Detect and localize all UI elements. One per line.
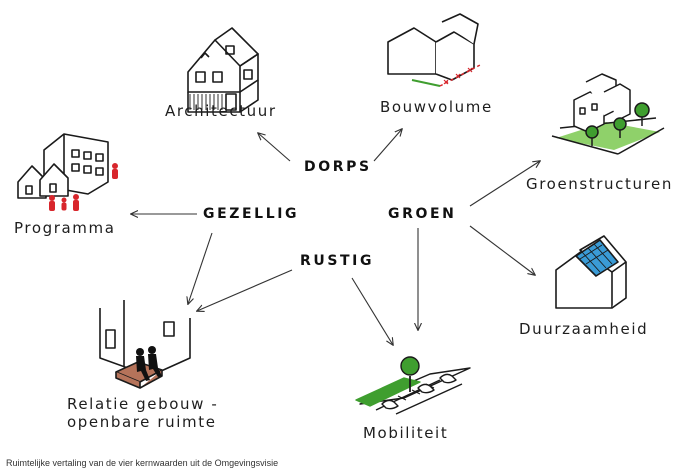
- label-architectuur: Architectuur: [165, 102, 277, 120]
- arrow-dorps-bouwvolume: [373, 129, 402, 162]
- arrow-dorps-architectuur: [258, 133, 291, 162]
- figure-caption: Ruimtelijke vertaling van de vier kernwa…: [6, 458, 279, 468]
- arrow-rustig-relatie: [197, 269, 293, 311]
- label-programma: Programma: [14, 219, 116, 237]
- connector-arrows: [131, 129, 540, 345]
- keyword-groen: GROEN: [388, 206, 457, 222]
- green-structure-icon: [551, 73, 665, 155]
- building-volume-icon: [387, 13, 483, 87]
- solar-house-icon: [555, 235, 627, 309]
- program-buildings-icon: [17, 133, 118, 211]
- keyword-gezellig: GEZELLIG: [203, 206, 300, 222]
- arrow-rustig-mobiliteit: [351, 277, 393, 345]
- house-sketch-icon: [187, 27, 259, 113]
- keyword-rustig: RUSTIG: [300, 253, 375, 269]
- label-groenstructuren: Groenstructuren: [526, 175, 673, 193]
- label-duurzaamheid: Duurzaamheid: [519, 320, 649, 338]
- arrow-groen-duurzaamheid: [469, 225, 535, 275]
- mobility-street-icon: [355, 356, 471, 415]
- label-relatie-line1: Relatie gebouw -: [67, 395, 219, 413]
- keyword-dorps: DORPS: [304, 159, 372, 175]
- arrow-groen-groenstructuren: [469, 161, 540, 207]
- building-bench-icon: [99, 300, 191, 389]
- label-bouwvolume: Bouwvolume: [380, 98, 493, 116]
- label-mobiliteit: Mobiliteit: [363, 424, 449, 442]
- arrow-gezellig-relatie: [188, 232, 213, 304]
- label-relatie-line2: openbare ruimte: [67, 413, 217, 431]
